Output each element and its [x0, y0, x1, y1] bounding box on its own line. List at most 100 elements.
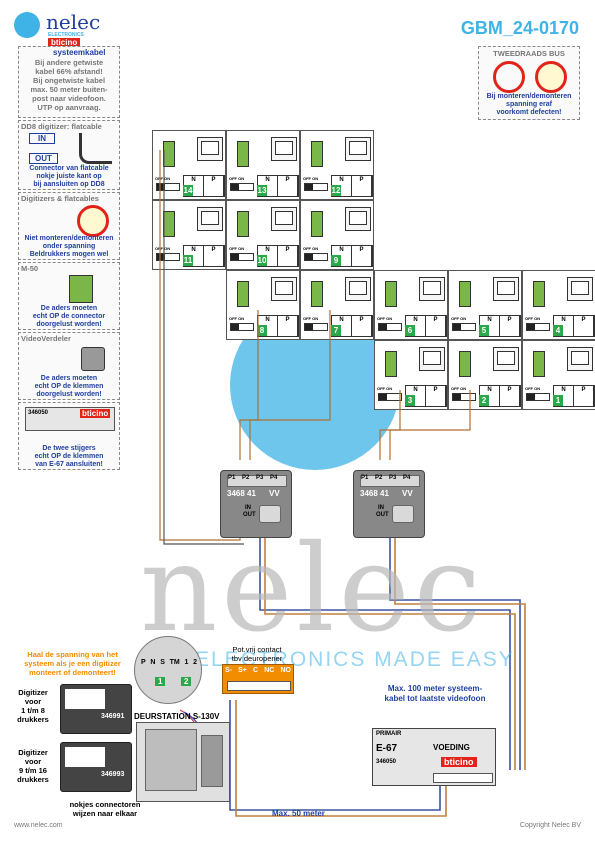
doc-code: GBM_24-0170: [460, 18, 579, 38]
video-distributor-1: P1 P2 P3 P4 3468 41 VV IN OUT: [220, 470, 292, 538]
cable-line-4: max. 50 meter buiten-: [30, 85, 108, 94]
max-system-2: kabel tot laatste videofoon: [384, 694, 486, 703]
digitizer2-model: 346993: [101, 771, 125, 778]
contact-term-label: C: [253, 667, 259, 674]
offon-label: OFF ON: [303, 176, 319, 181]
monitor-icon: [345, 207, 371, 231]
vv2-out: OUT: [376, 512, 389, 518]
dd8-line-1: Connector van flatcable: [29, 165, 109, 172]
terminal-num-1: 1: [155, 677, 166, 686]
cable-line-6: UTP op aanvraag.: [37, 103, 101, 112]
footer-right: Copyright Nelec BV: [519, 822, 581, 829]
videophone-number: 5: [479, 325, 489, 336]
n-label: N: [480, 316, 500, 336]
monitor-icon: [567, 347, 593, 371]
offon-label: OFF ON: [155, 176, 171, 181]
digitizer1-panel: [65, 689, 105, 709]
monitor-icon: [419, 347, 445, 371]
power-note-line-1: Haal de spanning van het: [27, 650, 118, 659]
n-label: N: [480, 386, 500, 406]
partner-logo: bticino: [48, 38, 81, 47]
cable-line-3: Bij ongetwiste kabel: [32, 76, 106, 85]
psu-model: E-67: [376, 743, 398, 754]
videophone-number: 3: [405, 395, 415, 406]
psu-voeding: VOEDING: [433, 743, 470, 752]
cable-line-1: Bij andere getwiste: [34, 58, 104, 67]
offon-switch: [230, 183, 254, 191]
max-50: Max. 50 meter: [272, 809, 325, 818]
videophone-connector: [459, 351, 471, 377]
max-system-1: Max. 100 meter systeem-: [387, 684, 483, 693]
videophone-connector: [533, 281, 545, 307]
contact-title-2: tbv deuropener: [231, 654, 283, 663]
contact-term-label: S+: [238, 667, 247, 674]
brand-tagline: ELECTRONICS: [48, 32, 84, 38]
videophone-number: 2: [479, 395, 489, 406]
dd8-info-box: DD8 digitizer: flatcable IN OUT Connecto…: [18, 120, 120, 190]
terminal-label: N: [150, 659, 156, 666]
monitor-icon: [493, 347, 519, 371]
contact-term-label: NO: [280, 667, 291, 674]
psu-e67: PRIMAIR E-67 VOEDING 346050 bticino: [372, 728, 496, 786]
vv1-p1: P1: [228, 475, 236, 481]
offon-switch: [378, 393, 402, 401]
monitor-icon: [197, 207, 223, 231]
vv2-p3: P3: [389, 475, 397, 481]
videophone-number: 7: [331, 325, 341, 336]
dd8-out-label: OUT: [29, 153, 58, 164]
m50-line-2: echt OP de connector: [32, 313, 106, 320]
digitizer1-label-2: voor: [24, 697, 42, 706]
videophone-number: 12: [331, 185, 341, 196]
vv2-p1: P1: [361, 475, 369, 481]
offon-switch: [156, 253, 180, 261]
contact-term-label: S-: [225, 667, 232, 674]
offon-switch: [526, 323, 550, 331]
videophone-number: 10: [257, 255, 267, 266]
contact-screws: [227, 681, 291, 691]
m50-info-box: M-50 De aders moeten echt OP de connecto…: [18, 262, 120, 330]
p-label: P: [204, 246, 224, 266]
vv1-out: OUT: [243, 512, 256, 518]
videophone-connector: [459, 281, 471, 307]
videophone-connector: [311, 211, 323, 237]
cable-line-5: post naar videofoon.: [32, 94, 106, 103]
cable-title: systeemkabel: [53, 48, 106, 57]
terminal-num-2: 2: [181, 677, 192, 686]
contact-title-1: Pot.vrij contact: [232, 645, 282, 654]
digitizer1-model: 346991: [101, 713, 125, 720]
monitor-icon: [345, 137, 371, 161]
vv-title: VideoVerdeler: [21, 334, 71, 343]
monitor-icon: [271, 137, 297, 161]
warning-box: TWEEDRAADS BUS Bij monteren/demonteren s…: [478, 46, 580, 120]
vv1-p4: P4: [270, 475, 278, 481]
warning-line-3: voorkomt defecten!: [496, 109, 562, 116]
vv1-in: IN: [245, 505, 251, 511]
videophone-number: 11: [183, 255, 193, 266]
n-label: N: [258, 316, 278, 336]
videophone-number: 8: [257, 325, 267, 336]
cable-line-2: kabel 66% afstand!: [35, 67, 103, 76]
offon-switch: [304, 183, 328, 191]
e67-mini-model: 346050: [28, 410, 49, 416]
digitizer2-label-3: 9 t/m 16: [19, 766, 47, 775]
digitizer-2: 346993: [60, 742, 132, 792]
terminal-label: 1: [184, 659, 189, 666]
offon-switch: [230, 253, 254, 261]
offon-label: OFF ON: [451, 316, 467, 321]
monitor-icon: [419, 277, 445, 301]
power-note-line-3: monteert of demonteert!: [29, 668, 116, 677]
m50-connector-icon: [69, 275, 93, 303]
station-module: [145, 729, 197, 791]
dd8-title: DD8 digitizer: flatcable: [21, 122, 102, 131]
